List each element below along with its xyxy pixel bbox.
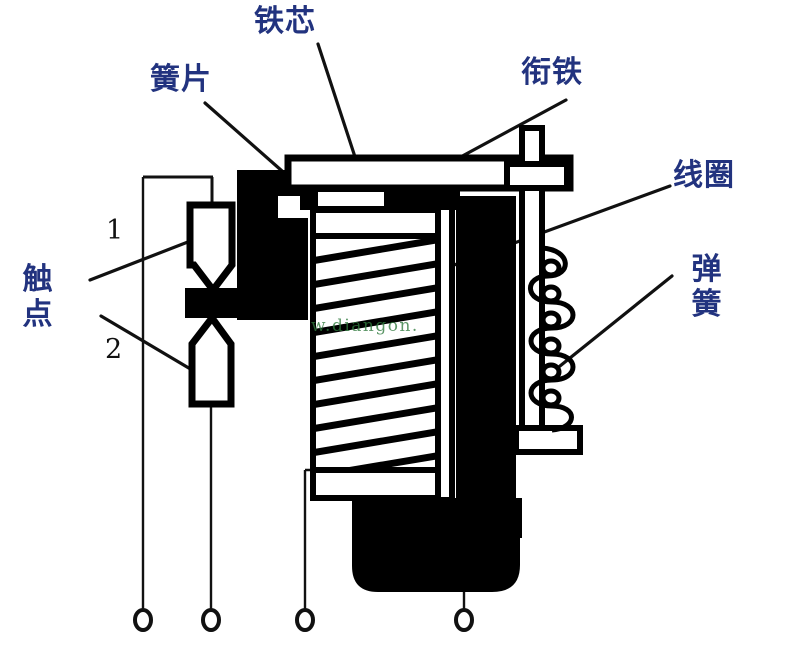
- spring-loop-eye: [540, 258, 562, 278]
- contact-upper-body[interactable]: [186, 201, 236, 296]
- coil-bottom-flange: [310, 467, 441, 501]
- terminal-ring-2[interactable]: [201, 608, 221, 632]
- terminal-rings-group: [133, 608, 474, 632]
- label-spring: 弹簧: [687, 252, 727, 323]
- leader-line-iron-core: [316, 42, 359, 165]
- leader-line-armature: [453, 98, 568, 162]
- coil-turn: [316, 404, 435, 432]
- label-reed-leaf: 簧片: [150, 62, 212, 97]
- yoke-frame-group: [185, 170, 338, 320]
- label-spring-line1: 弹: [691, 252, 723, 287]
- relay-body-frame-group: [352, 196, 522, 592]
- coil-turn: [316, 356, 435, 384]
- yoke-column: [237, 170, 308, 320]
- spring-loop-eye: [540, 284, 562, 304]
- label-contacts-line1: 触: [22, 262, 54, 297]
- label-iron-core: 铁芯: [254, 4, 316, 39]
- spring-group: [528, 245, 576, 433]
- spring-helix: [528, 245, 576, 433]
- label-armature: 衔铁: [521, 55, 583, 90]
- label-contacts: 触点: [18, 262, 58, 333]
- terminal-ring-1[interactable]: [133, 608, 153, 632]
- label-coil: 线圈: [673, 158, 735, 193]
- label-spring-line2: 簧: [691, 287, 723, 323]
- watermark-text: w.diangon.: [311, 316, 433, 336]
- coil-turn: [331, 452, 435, 470]
- leader-line-reed-leaf: [203, 101, 292, 180]
- coil-turn: [316, 260, 435, 288]
- iron-core-flange-window: [318, 192, 384, 206]
- push-rod-foot-plate: [513, 425, 583, 455]
- coil-top-flange: [310, 207, 441, 239]
- spring-loop-eye: [540, 388, 562, 408]
- callout-number-1: 1: [106, 215, 124, 246]
- spring-loop-eye: [540, 362, 562, 382]
- coil-turn: [316, 284, 435, 312]
- contacts-group: [186, 201, 236, 408]
- terminal-ring-3[interactable]: [295, 608, 315, 632]
- terminal-ring-4[interactable]: [454, 608, 474, 632]
- push-rod-crossbar: [504, 161, 570, 191]
- leader-line-spring: [558, 274, 674, 368]
- callout-number-2: 2: [105, 334, 123, 365]
- coil-turn: [316, 308, 435, 336]
- frame-right-black-bar: [456, 196, 516, 526]
- relay-base-top: [352, 498, 522, 538]
- coil-group: [310, 207, 441, 501]
- label-contacts-line2: 点: [22, 297, 54, 333]
- spring-loop-eye: [540, 336, 562, 356]
- contact-lower-body[interactable]: [188, 312, 235, 408]
- spring-loop-eye: [540, 310, 562, 330]
- coil-turn: [316, 238, 435, 264]
- coil-turn: [316, 428, 435, 456]
- coil-turn: [316, 332, 435, 360]
- coil-windings: [316, 238, 435, 470]
- coil-turn: [316, 380, 435, 408]
